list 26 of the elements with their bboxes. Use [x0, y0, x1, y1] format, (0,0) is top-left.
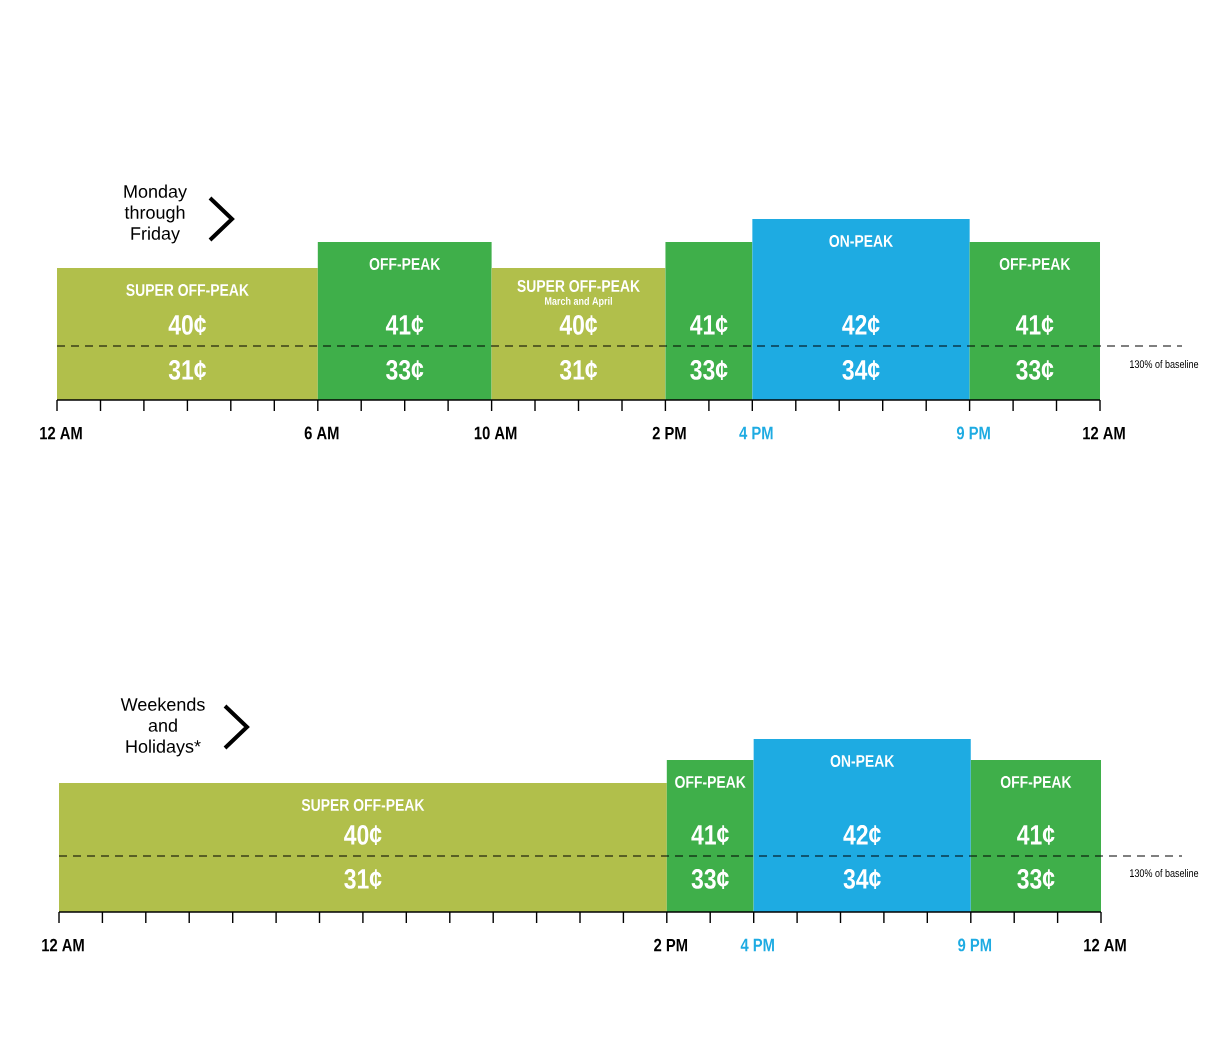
time-label: 4 PM: [740, 938, 774, 952]
time-label: 9 PM: [956, 426, 990, 440]
rate-block: ON-PEAK 42¢ 34¢: [752, 219, 970, 400]
rate-block: SUPER OFF-PEAK 40¢ 31¢: [59, 783, 667, 912]
day-label: Monday through Friday: [124, 184, 187, 244]
time-label: 12 AM: [1083, 426, 1125, 440]
baseline-note: 130% of baseline: [1130, 359, 1199, 369]
rate-block: SUPER OFF-PEAK March and April 40¢ 31¢: [491, 268, 666, 400]
time-label: 12 AM: [1084, 938, 1126, 952]
time-label: 9 PM: [958, 938, 992, 952]
time-label: 12 AM: [42, 938, 84, 952]
baseline-note: 130% of baseline: [1130, 868, 1199, 878]
rate-block: ON-PEAK 42¢ 34¢: [753, 739, 971, 912]
day-label: Weekends and Holidays*: [120, 697, 205, 757]
rate-block: OFF-PEAK 41¢ 33¢: [969, 242, 1100, 400]
time-label: 2 PM: [652, 426, 686, 440]
rate-block: OFF-PEAK 41¢ 33¢: [317, 242, 492, 400]
time-label: 2 PM: [654, 938, 688, 952]
rate-block: OFF-PEAK 41¢ 33¢: [970, 760, 1101, 912]
time-label: 4 PM: [739, 426, 773, 440]
rate-block: 41¢ 33¢: [665, 242, 753, 400]
rate-block: SUPER OFF-PEAK 40¢ 31¢: [57, 268, 318, 400]
rate-block: OFF-PEAK 41¢ 33¢: [666, 760, 754, 912]
time-label: 6 AM: [304, 426, 339, 440]
time-label: 10 AM: [474, 426, 517, 440]
time-label: 12 AM: [40, 426, 82, 440]
